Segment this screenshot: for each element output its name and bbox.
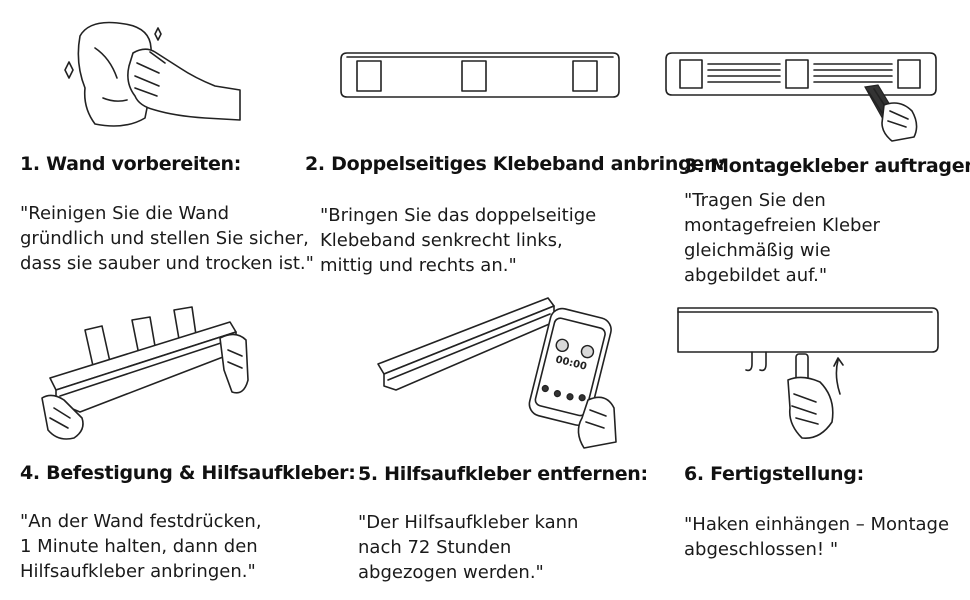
holding-shelf-illustration xyxy=(40,300,250,450)
step-6-title: 6. Fertigstellung: xyxy=(684,463,864,485)
step-2-title: 2. Doppelseitiges Klebeband anbringen: xyxy=(305,153,725,175)
applying-glue-illustration xyxy=(660,45,950,145)
step-5-title: 5. Hilfsaufkleber entfernen: xyxy=(358,463,648,485)
step-2-description: "Bringen Sie das doppelseitige Klebeband… xyxy=(320,205,597,276)
step-5-description: "Der Hilfsaufkleber kann nach 72 Stunden… xyxy=(358,512,579,583)
step-4-title: 4. Befestigung & Hilfsaufkleber: xyxy=(20,462,356,484)
step-6-description: "Haken einhängen – Montage abgeschlossen… xyxy=(684,514,950,560)
step-1-description: "Reinigen Sie die Wand gründlich und ste… xyxy=(20,203,314,274)
phone-timer-illustration: 00:00 xyxy=(370,292,620,452)
step-1-title: 1. Wand vorbereiten: xyxy=(20,153,242,175)
hand-wiping-cloth-illustration xyxy=(55,8,255,138)
hanging-hook-illustration xyxy=(670,298,945,448)
step-3-description: "Tragen Sie den montagefreien Kleber gle… xyxy=(684,190,880,286)
shelf-with-tape-illustration xyxy=(335,45,625,105)
step-3-title: 3. Montagekleber auftragen: xyxy=(684,155,970,177)
step-4-description: "An der Wand festdrücken, 1 Minute halte… xyxy=(20,511,262,582)
